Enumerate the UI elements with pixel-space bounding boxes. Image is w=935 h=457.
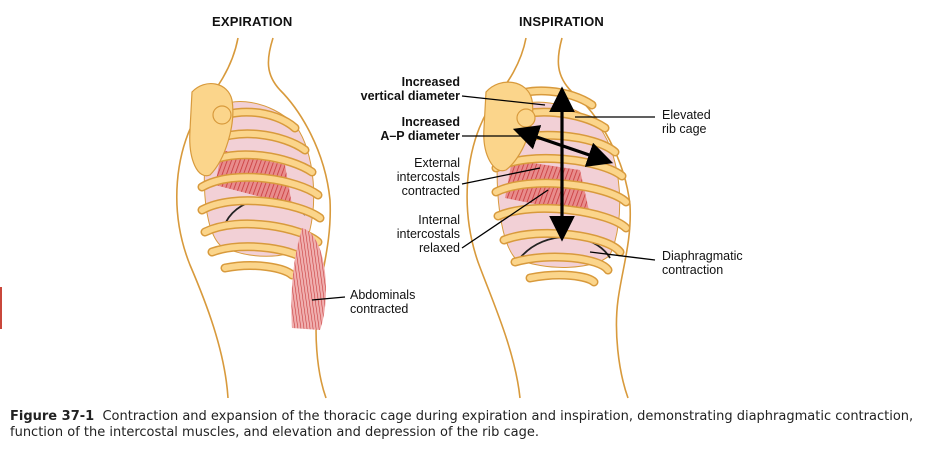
label-elevated-rib-cage: Elevated rib cage [662,108,782,136]
label-line: rib cage [662,122,707,136]
label-line: Increased [401,115,460,129]
label-increased-vertical-diameter: Increased vertical diameter [312,75,460,103]
label-line: contraction [662,263,724,277]
inspiration-shoulder-joint [516,108,536,128]
inspiration-title: INSPIRATION [519,14,605,29]
leader-lines [311,95,656,301]
label-line: Abdominals [350,288,416,302]
expiration-abdominal-muscle [291,228,326,330]
label-line: intercostals [396,170,460,184]
leader-internal-intercostals [461,189,549,249]
page-edge-mark [0,287,2,329]
label-line: contracted [401,184,460,198]
label-line: contracted [350,302,409,316]
leader-abdominals [311,296,346,301]
leader-external-intercostals [461,167,541,185]
label-external-intercostals: External intercostals contracted [312,156,460,198]
expiration-figure [176,37,332,399]
expiration-back-outline [267,37,332,399]
diagram-canvas [176,37,656,399]
label-line: Increased [401,75,460,89]
label-increased-ap-diameter: Increased A–P diameter [312,115,460,143]
expiration-title: EXPIRATION [212,14,293,29]
leader-diaphragmatic-contraction [589,251,656,261]
figure-caption: Figure 37-1 Contraction and expansion of… [10,409,925,441]
label-line: vertical diameter [360,89,460,103]
label-line: Diaphragmatic [662,249,743,263]
label-line: Elevated [662,108,711,122]
label-diaphragmatic-contraction: Diaphragmatic contraction [662,249,802,277]
label-line: relaxed [419,241,460,255]
expiration-shoulder-joint [212,105,232,125]
label-internal-intercostals: Internal intercostals relaxed [312,213,460,255]
label-line: A–P diameter [380,129,460,143]
thoracic-cage-diagram [176,37,656,399]
ap-diameter-arrow [512,125,614,167]
inspiration-figure [466,37,632,399]
leader-vertical-diameter [461,95,546,106]
label-line: Internal [418,213,460,227]
label-line: intercostals [396,227,460,241]
caption-text: Contraction and expansion of the thoraci… [10,409,914,440]
label-line: External [414,156,460,170]
figure-number: Figure 37-1 [10,409,95,424]
label-abdominals-contracted: Abdominals contracted [350,288,470,316]
